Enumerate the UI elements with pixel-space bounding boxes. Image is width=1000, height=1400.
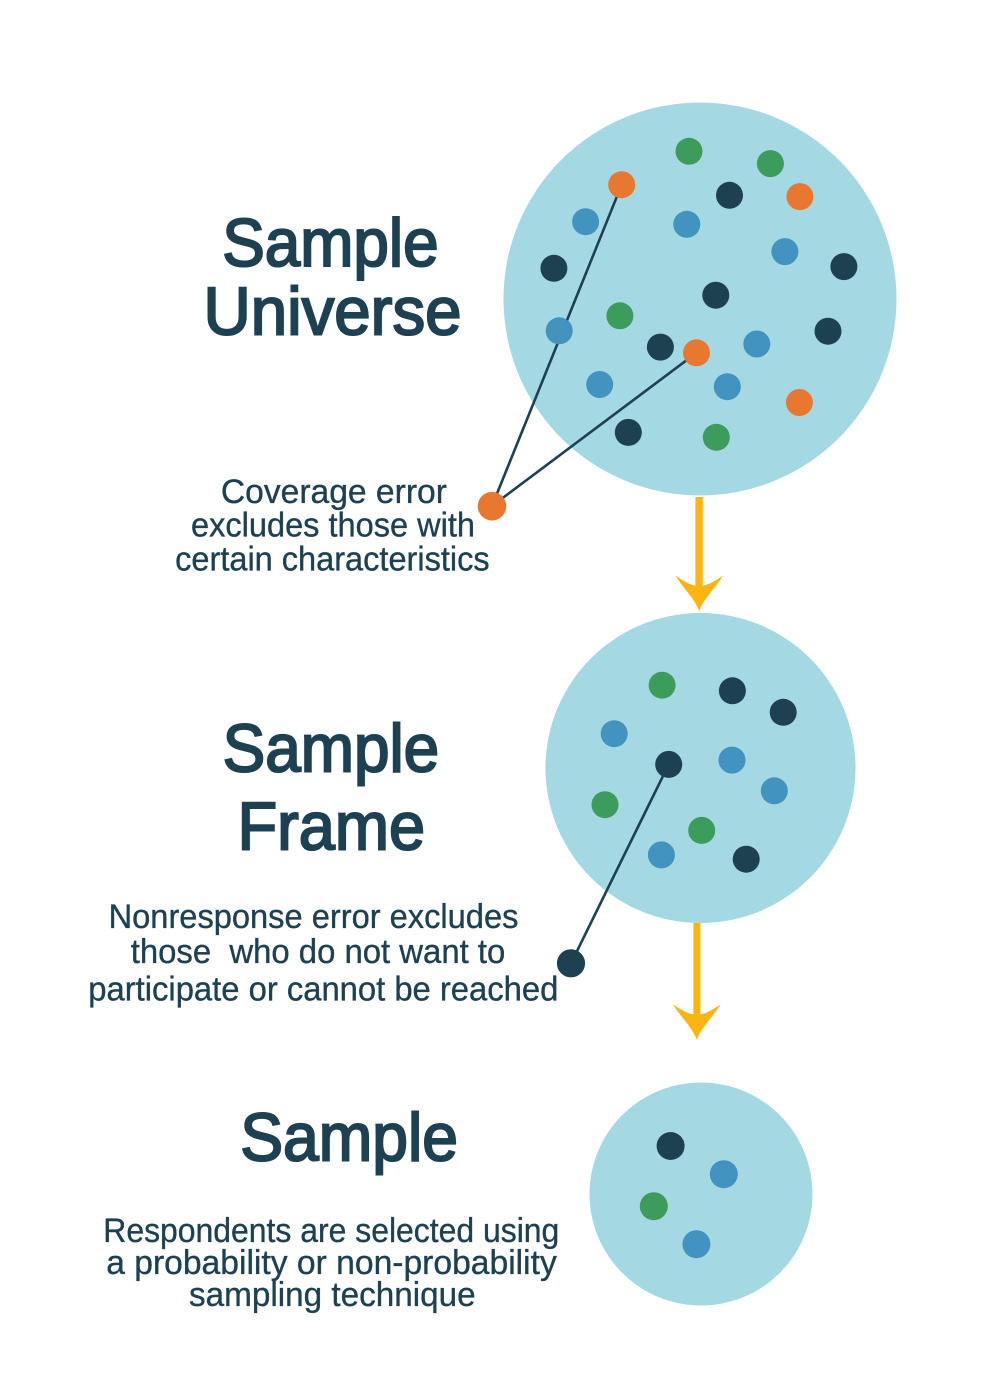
svg-text:Respondents are selected using: Respondents are selected using: [103, 1212, 559, 1250]
svg-text:a probability or non-probabili: a probability or non-probability: [106, 1244, 557, 1282]
svg-text:those who do not want to: those who do not want to: [131, 933, 506, 971]
svg-text:Universe: Universe: [204, 274, 462, 349]
svg-text:Sample: Sample: [240, 1101, 458, 1176]
svg-text:excludes those with: excludes those with: [191, 507, 475, 545]
svg-text:participate or cannot be reach: participate or cannot be reached: [88, 971, 558, 1009]
svg-text:certain characteristics: certain characteristics: [175, 541, 490, 579]
svg-text:Nonresponse error excludes: Nonresponse error excludes: [109, 898, 519, 936]
svg-text:Frame: Frame: [237, 790, 425, 865]
svg-text:Sample: Sample: [223, 711, 440, 786]
svg-text:Sample: Sample: [222, 206, 438, 281]
svg-text:Coverage error: Coverage error: [221, 473, 447, 511]
svg-text:sampling technique: sampling technique: [189, 1276, 476, 1314]
